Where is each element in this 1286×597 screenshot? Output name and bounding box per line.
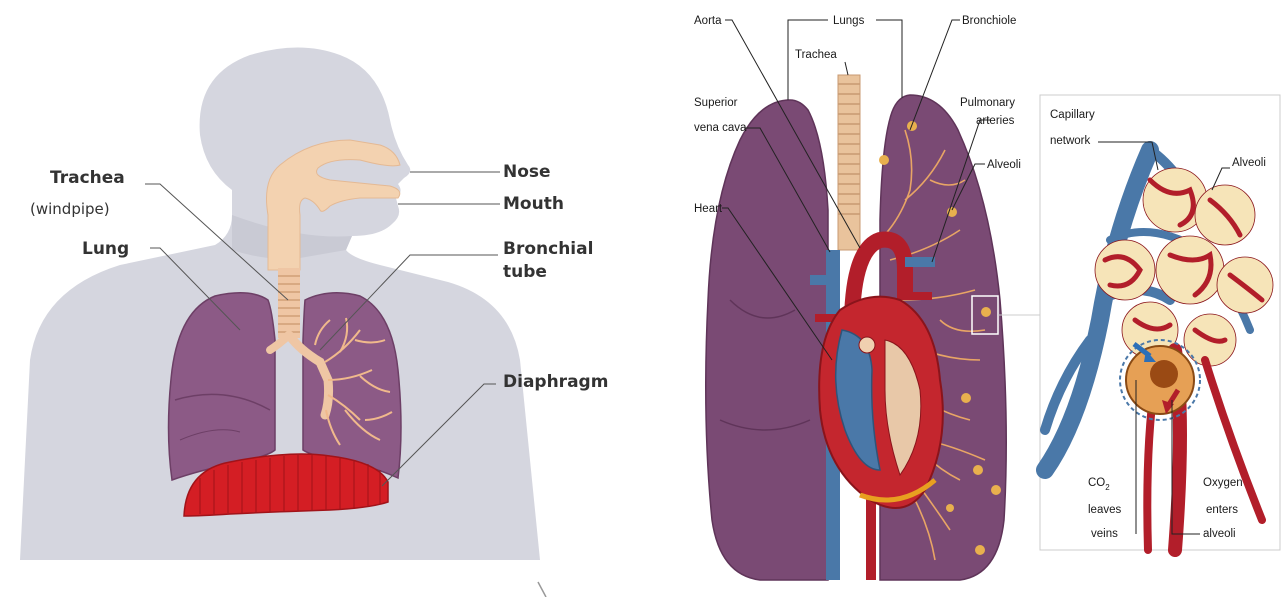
heart-valve [859, 337, 875, 353]
label-veins: veins [1091, 528, 1118, 540]
label-pulmonary: Pulmonary [960, 97, 1015, 109]
label-oxygen: Oxygen [1203, 477, 1243, 489]
label-leaves: leaves [1088, 504, 1121, 516]
alveolus-core [1150, 360, 1178, 388]
label-alveoli-inset: Alveoli [1232, 157, 1266, 169]
label-trachea-right: Trachea [795, 49, 837, 61]
inset-panel: Capillary network Alveoli CO2 leaves vei… [1040, 95, 1280, 550]
label-lungs: Lungs [833, 15, 865, 27]
label-mouth: Mouth [503, 194, 564, 214]
label-windpipe: (windpipe) [30, 200, 110, 218]
label-trachea: Trachea [50, 168, 125, 188]
co2-subscript: 2 [1105, 483, 1110, 492]
label-capillary: Capillary [1050, 109, 1095, 121]
right-panel: Aorta Lungs Bronchiole Trachea Superior … [694, 15, 1040, 580]
label-alveoli-bottom: alveoli [1203, 528, 1236, 540]
label-enters: enters [1206, 504, 1238, 516]
left-panel: Trachea (windpipe) Lung Nose Mouth Bronc… [20, 48, 608, 561]
label-tube: tube [503, 262, 547, 282]
leader-line-trachea-r [845, 62, 848, 75]
label-bronchial: Bronchial [503, 239, 593, 259]
trachea-tube-right [838, 75, 860, 250]
label-aorta: Aorta [694, 15, 722, 27]
label-arteries: arteries [976, 115, 1015, 127]
label-lung: Lung [82, 239, 129, 259]
trachea-tube [278, 268, 300, 338]
label-bronchiole: Bronchiole [962, 15, 1016, 27]
label-superior: Superior [694, 97, 738, 109]
label-nose: Nose [503, 162, 551, 182]
label-network: network [1050, 135, 1091, 147]
lungs-left [706, 100, 828, 580]
stray-mark [538, 582, 546, 597]
label-heart: Heart [694, 203, 723, 215]
label-diaphragm: Diaphragm [503, 372, 608, 392]
label-alveoli-right: Alveoli [987, 159, 1021, 171]
label-vena-cava: vena cava [694, 122, 747, 134]
co2-text: CO [1088, 477, 1105, 489]
